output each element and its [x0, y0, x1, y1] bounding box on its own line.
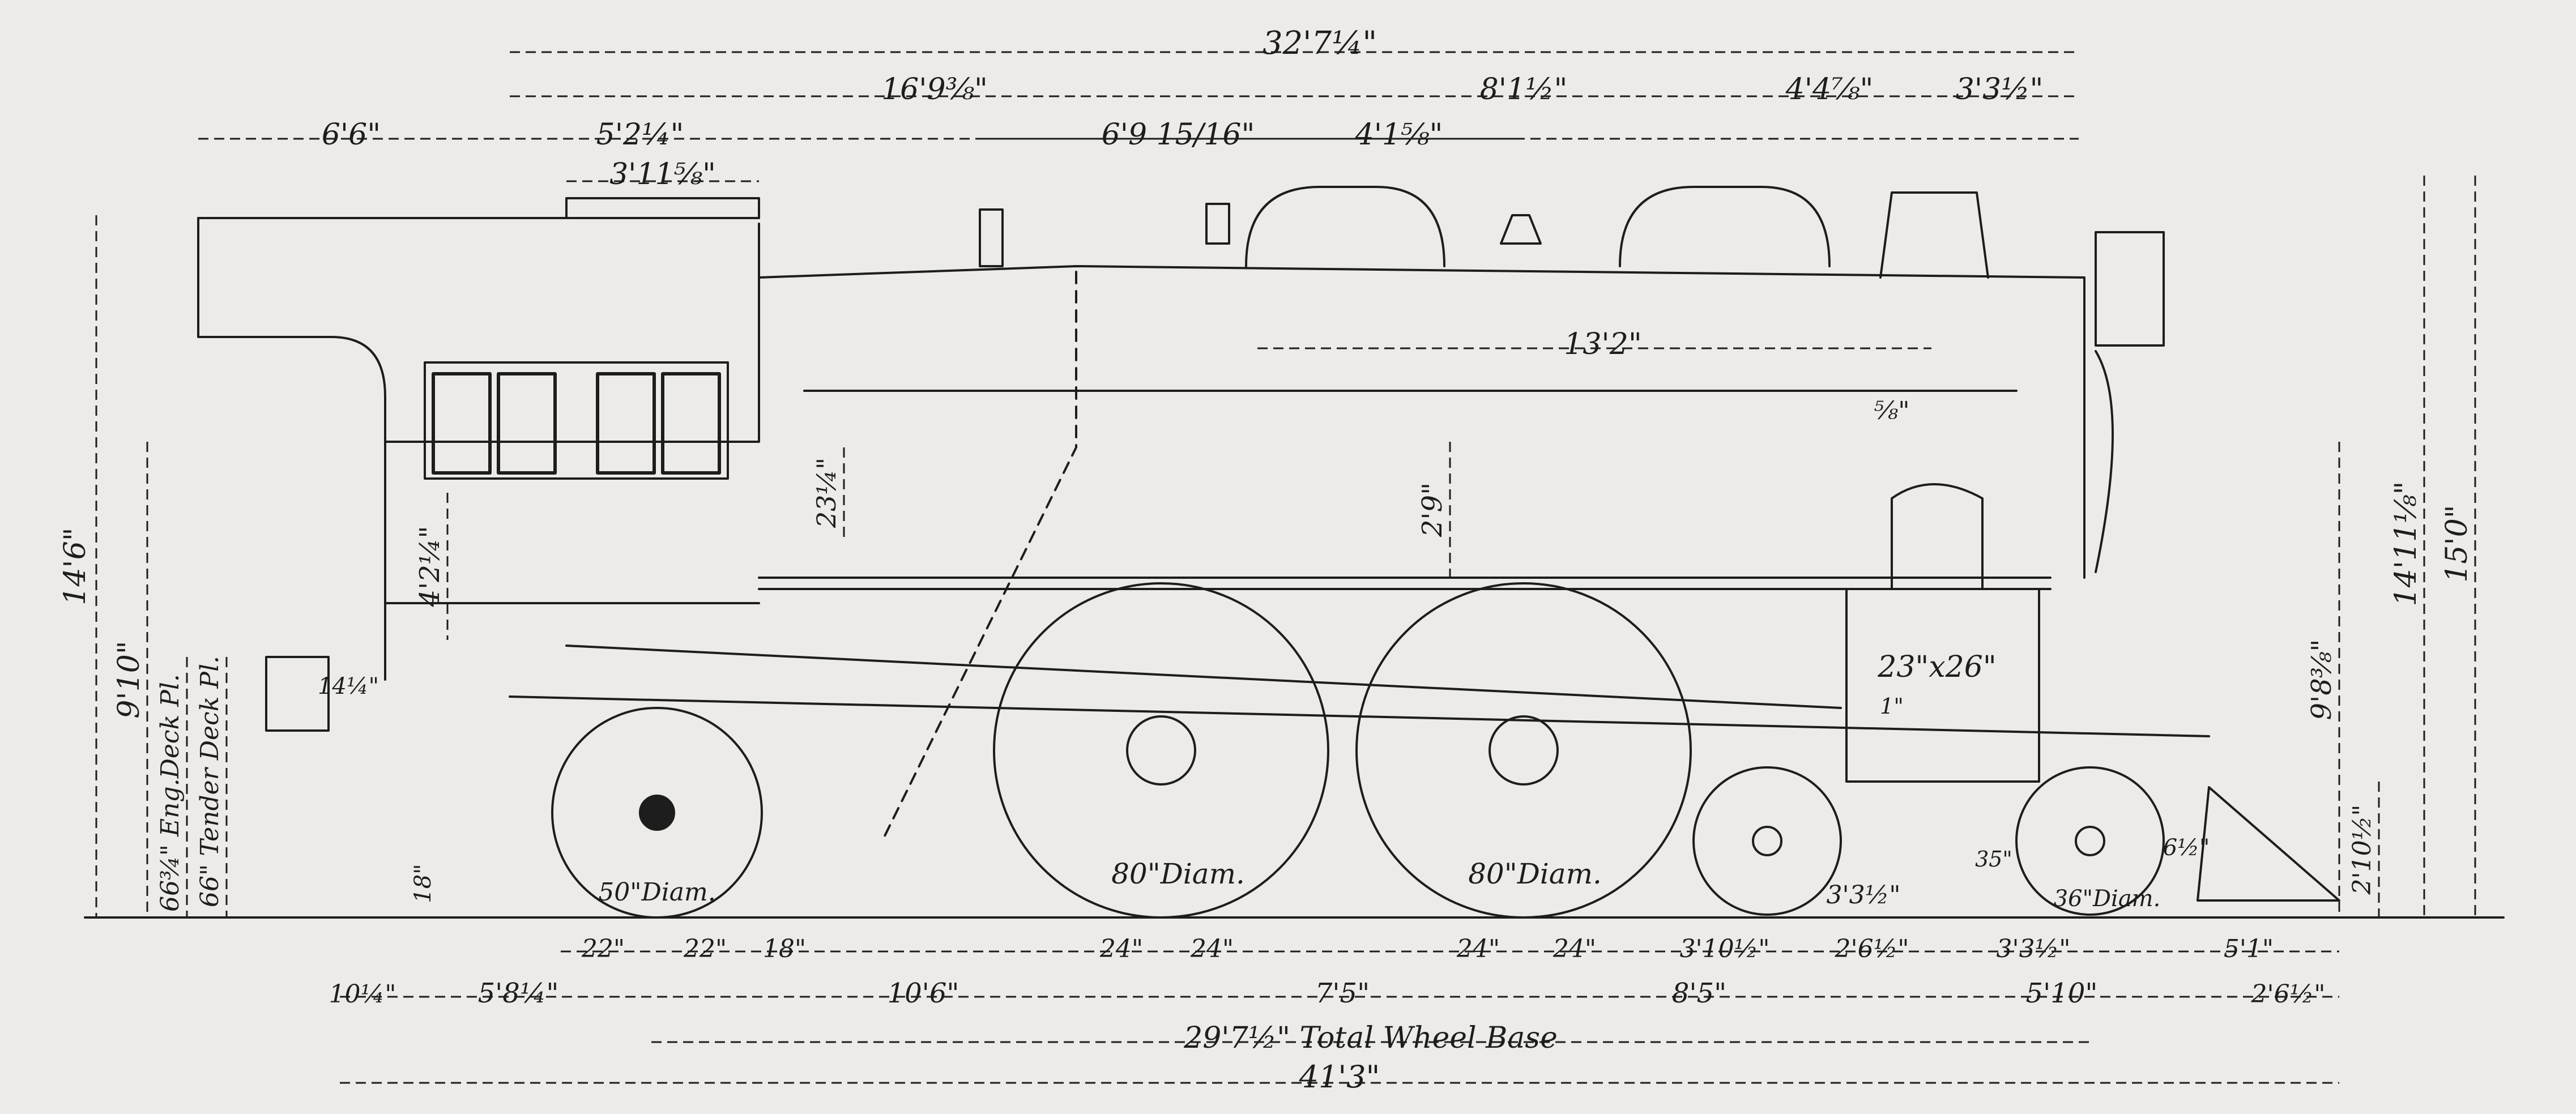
dim-pilot-clear: 6½": [2163, 835, 2210, 861]
dim-wb-10-6: 10'6": [888, 978, 959, 1009]
dim-stack-to-front: 4'4⅞": [1785, 72, 1874, 106]
cab-side: [384, 223, 760, 443]
dim-pony-spacing: 3'3½": [1827, 881, 1901, 910]
dim-trailing-clear: 18": [410, 864, 436, 903]
dim-rear-10: 10¼": [329, 980, 396, 1009]
dim-front-2-6: 2'6½": [2251, 980, 2326, 1009]
dim-wb-8-5: 8'5": [1672, 978, 1726, 1009]
dim-sandbox-to-stack: 8'1½": [1480, 72, 1568, 106]
dim-handrail-offset: 14¼": [318, 673, 379, 699]
dim-trail-18: 18": [763, 934, 806, 963]
dim-b-3-3: 3'3½": [1997, 934, 2071, 963]
tender-coupler: [265, 656, 330, 732]
smokestack: [1879, 191, 1989, 279]
steam-dome: [1245, 186, 1445, 267]
dim-center-height: 9'8⅜": [2306, 639, 2338, 720]
main-rod: [565, 645, 1842, 709]
dim-whistle-to-dome: 6'9 15/16": [1102, 118, 1255, 152]
headlight: [2095, 231, 2165, 347]
pony-wheel-1: [1692, 766, 1842, 916]
dim-seat-height: 4'2¼": [414, 526, 446, 608]
dim-rod-offset: 35": [1975, 847, 2012, 872]
dim-b-5-1: 5'1": [2224, 934, 2274, 963]
dim-front-overhang: 6'6": [322, 118, 381, 152]
sand-dome: [1619, 186, 1831, 267]
dim-cab-to-sandbox: 16'9⅜": [881, 72, 988, 106]
dimension-lines: [95, 51, 2476, 1084]
cylinder: [1845, 588, 2040, 783]
dim-boiler-tube: 13'2": [1564, 327, 1641, 361]
dim-trail-22b: 22": [683, 934, 727, 963]
dim-cab-front: 5'2¼": [596, 118, 684, 152]
label-driver-diam-2: 80"Diam.: [1468, 857, 1602, 890]
dim-overall-length-top: 32'7¼": [1263, 25, 1377, 62]
dim-total-wheel-base: 29'7½" Total Wheel Base: [1183, 1021, 1558, 1055]
dim-height-14-11: 14'11⅛": [2389, 481, 2423, 607]
pilot: [2197, 786, 2340, 902]
bell: [1500, 214, 1542, 245]
boiler-top: [758, 265, 2085, 579]
dim-dome-to-sandbox: 4'1⅝": [1355, 118, 1443, 152]
dim-drv1-24a: 24": [1099, 934, 1143, 963]
dim-b-3-10: 3'10½": [1680, 934, 1770, 963]
dim-drv1-24b: 24": [1190, 934, 1234, 963]
dim-wb-7-5: 7'5": [1315, 978, 1370, 1009]
dimension-labels: 32'7¼" 6'6" 16'9⅜" 8'1½" 4'4⅞" 3'3½" 5'2…: [58, 25, 2474, 1095]
dim-wb-5-10: 5'10": [2026, 978, 2098, 1009]
steam-pipe: [1891, 483, 1984, 590]
dim-pilot-height: 2'10½": [2348, 805, 2377, 895]
cab-roof: [197, 197, 760, 219]
trailing-wheel: [551, 707, 763, 919]
label-pony-diam: 36"Diam.: [2054, 886, 2161, 912]
dim-height-15-0: 15'0": [2440, 505, 2474, 582]
label-driver-diam-1: 80"Diam.: [1111, 857, 1245, 890]
cab-back: [197, 217, 386, 681]
dim-overall-bottom: 41'3": [1299, 1059, 1380, 1095]
driving-wheel-2: [1355, 582, 1692, 919]
locomotive-outline: [84, 186, 2505, 919]
cab-windows: [424, 361, 729, 480]
dim-front-end: 3'3½": [1956, 72, 2044, 106]
label-trailing-diam: 50"Diam.: [598, 878, 716, 907]
pony-wheel-2: [2015, 766, 2165, 916]
dim-cab-floor: 9'10": [112, 641, 146, 718]
dim-trail-22a: 22": [581, 934, 625, 963]
dim-tender-deck: 66" Tender Deck Pl.: [195, 656, 224, 907]
dim-boiler-offset: 2'9": [1417, 483, 1448, 537]
dim-b-2-6: 2'6½": [1835, 934, 1909, 963]
driving-wheel-1: [993, 582, 1329, 919]
dim-eng-deck: 66¾" Eng.Deck Pl.: [156, 674, 185, 912]
dim-rear-5-8: 5'8¼": [478, 978, 559, 1009]
dim-window-height: 23¼": [811, 458, 842, 528]
dim-small-offset: ⅝": [1874, 396, 1910, 425]
dim-cylinder-offset: 1": [1880, 694, 1904, 719]
dim-cab-window: 3'11⅝": [609, 157, 716, 191]
smokebox-front: [2095, 350, 2114, 573]
dim-cab-deck-height: 14'6": [58, 527, 92, 605]
safety-valve: [1205, 203, 1230, 245]
dim-drv2-24a: 24": [1456, 934, 1500, 963]
dim-cylinder: 23"x26": [1877, 650, 1997, 684]
dim-drv2-24b: 24": [1553, 934, 1596, 963]
whistle: [979, 208, 1004, 267]
